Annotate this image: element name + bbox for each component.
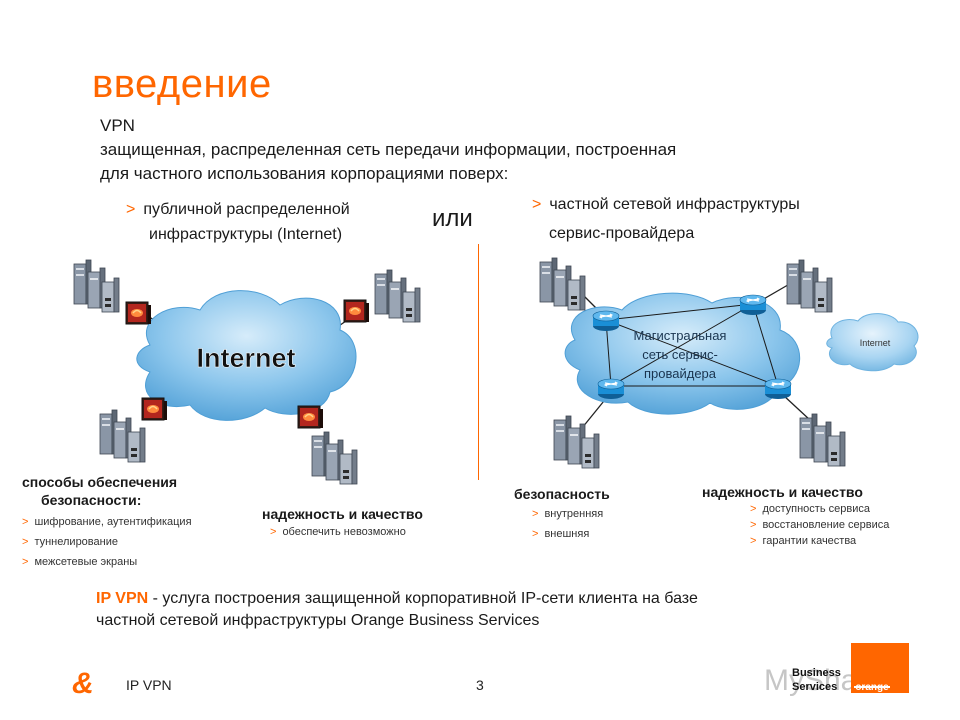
option-left: > публичной распределенной инфраструктуры… — [126, 197, 350, 247]
list-item: >восстановление сервиса — [750, 519, 890, 531]
bullet-arrow: > — [126, 201, 136, 218]
list-item: >гарантии качества — [750, 535, 857, 547]
small-internet-cloud-label: Internet — [860, 338, 891, 348]
or-label: или — [432, 205, 473, 232]
summary-line-2: частной сетевой инфраструктуры Orange Bu… — [96, 612, 540, 629]
list-item: >внутренняя — [532, 508, 604, 520]
intro-line-1: VPN — [100, 116, 135, 135]
footer-label: IP VPN — [126, 677, 172, 693]
footer-graphics: & MyShared Business Services orange — [72, 643, 909, 700]
backbone-label-line-2: сеть сервис- — [642, 347, 718, 362]
firewall-icon — [297, 405, 324, 429]
option-left-line-2: инфраструктуры (Internet) — [149, 226, 343, 243]
list-item: >доступность сервиса — [750, 503, 870, 515]
link-line — [782, 394, 811, 421]
brand-line-2: Services — [792, 681, 837, 693]
summary-highlight: IP VPN — [96, 590, 149, 607]
page-number: 3 — [476, 677, 484, 693]
intro-line-3: для частного использования корпорациями … — [100, 164, 509, 183]
server-cluster-icon — [311, 431, 358, 485]
orange-logo-square — [851, 643, 909, 693]
list-item: >внешняя — [532, 528, 590, 540]
slide-title: введение — [92, 62, 272, 106]
router-icon — [597, 378, 625, 400]
server-cluster-icon — [374, 269, 421, 323]
left-diagram: Internet — [73, 259, 421, 485]
right-security-heading: безопасность — [514, 486, 610, 502]
right-quality-caption: надежность и качество >доступность серви… — [702, 484, 889, 549]
server-cluster-icon — [799, 413, 846, 467]
server-cluster-icon — [553, 415, 600, 469]
intro-line-2: защищенная, распределенная сеть передачи… — [100, 140, 677, 159]
list-item: >обеспечить невозможно — [270, 526, 406, 538]
list-item: >шифрование, аутентификация — [22, 516, 192, 528]
list-item: >межсетевые экраны — [22, 556, 138, 568]
firewall-icon — [141, 397, 168, 421]
option-right-line-1: частной сетевой инфраструктуры — [549, 196, 800, 213]
intro-text: VPN защищенная, распределенная сеть пере… — [100, 114, 676, 186]
right-security-caption: безопасность >внутренняя >внешняя — [514, 486, 610, 544]
backbone-links — [605, 303, 779, 387]
router-icon — [764, 378, 792, 400]
divider-line — [478, 244, 479, 480]
router-icon — [739, 294, 767, 316]
left-security-heading-2: безопасности: — [41, 492, 142, 508]
backbone-label-line-3: провайдера — [644, 366, 717, 381]
left-security-heading-1: способы обеспечения — [22, 474, 178, 490]
backbone-label-line-1: Магистральная — [634, 328, 727, 343]
firewall-icon — [343, 299, 370, 323]
left-quality-heading: надежность и качество — [262, 506, 423, 522]
ampersand-logo: & — [72, 667, 94, 700]
router-icon — [592, 310, 620, 332]
small-internet-cloud — [826, 313, 919, 372]
option-right-line-2: сервис-провайдера — [549, 225, 695, 242]
server-cluster-icon — [73, 259, 120, 313]
right-diagram: Магистральная сеть сервис- провайдера In… — [539, 257, 919, 469]
firewall-icon — [125, 301, 152, 325]
summary-line-1: - услуга построения защищенной корпорати… — [148, 590, 698, 607]
left-security-caption: способы обеспечения безопасности: >шифро… — [22, 474, 192, 572]
orange-logo-text: orange — [855, 682, 889, 693]
orange-logo-underline — [854, 686, 890, 688]
right-quality-heading: надежность и качество — [702, 484, 863, 500]
brand-line-1: Business — [792, 667, 841, 679]
internet-cloud-label: Internet — [196, 343, 295, 373]
left-quality-caption: надежность и качество >обеспечить невозм… — [262, 506, 423, 542]
server-cluster-icon — [786, 259, 833, 313]
bullet-arrow: > — [532, 196, 542, 213]
summary-text: IP VPN - услуга построения защищенной ко… — [96, 588, 698, 632]
server-cluster-icon — [99, 409, 146, 463]
option-left-line-1: публичной распределенной — [143, 201, 350, 218]
option-right: > частной сетевой инфраструктуры сервис-п… — [532, 192, 800, 246]
list-item: >туннелирование — [22, 536, 118, 548]
server-cluster-icon — [539, 257, 586, 311]
